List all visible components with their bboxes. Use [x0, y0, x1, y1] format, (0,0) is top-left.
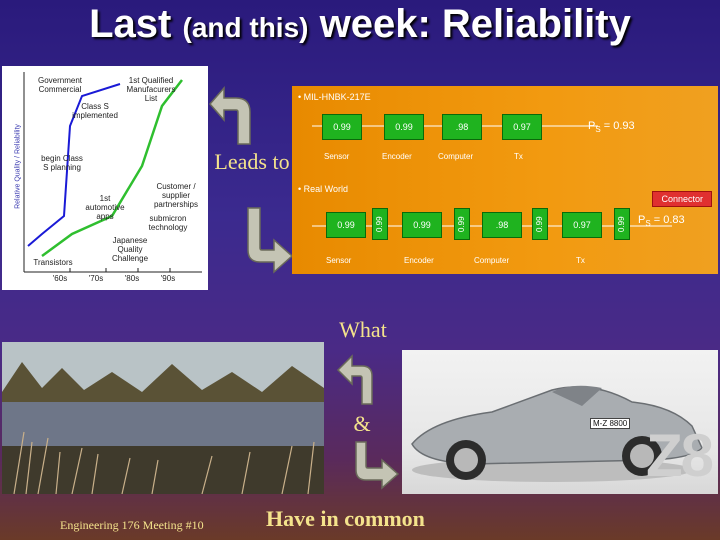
- chart-annotation-japanese: Japanese Quality Challenge: [111, 236, 149, 263]
- real-label-sensor: Sensor: [326, 256, 352, 265]
- chart-annotation-submicron: submicron technology: [148, 214, 188, 232]
- z8-badge: Z8: [645, 422, 714, 489]
- curved-arrow-down-right-icon: [355, 441, 400, 490]
- mil-label-sensor: Sensor: [324, 152, 350, 161]
- connector-block: 0.99: [614, 208, 630, 240]
- commercial-curve: [41, 79, 183, 258]
- chart-annotation-begin-class-s: begin Class S planning: [41, 154, 83, 172]
- mil-block-tx: 0.97: [502, 114, 542, 140]
- curved-arrow-right-icon: [247, 207, 294, 274]
- connector-block: 0.99: [532, 208, 548, 240]
- government-curve: [27, 83, 121, 247]
- curved-arrow-up-left-icon: [336, 354, 373, 405]
- slide-title: Last (and this) week: Reliability: [0, 2, 720, 47]
- mil-block-computer: .98: [442, 114, 482, 140]
- lake-scene: [2, 342, 324, 494]
- reliability-panel: • MIL-HNBK-217E 0.99 0.99 .98 0.97 PS = …: [292, 86, 718, 274]
- car-scene: [411, 385, 703, 482]
- lake-photo: [2, 342, 324, 494]
- curved-arrow-up-icon: [209, 86, 251, 145]
- real-block-sensor: 0.99: [326, 212, 366, 238]
- car-photo: M-Z 8800 Z8: [402, 350, 718, 494]
- real-label-tx: Tx: [576, 256, 585, 265]
- mil-block-encoder: 0.99: [384, 114, 424, 140]
- mil-label-encoder: Encoder: [382, 152, 412, 161]
- chart-annotation-auto: 1st automotive apps: [85, 194, 125, 221]
- connector-block: 0.99: [372, 208, 388, 240]
- chart-annotation-class-s: Class S implemented: [72, 102, 118, 120]
- chart-x-tick: '60s: [52, 274, 68, 283]
- title-week-reliability: week: Reliability: [319, 2, 631, 46]
- mil-heading: • MIL-HNBK-217E: [298, 92, 371, 102]
- real-label-encoder: Encoder: [404, 256, 434, 265]
- mil-block-sensor: 0.99: [322, 114, 362, 140]
- chart-annotation-gov: Government Commercial: [37, 76, 83, 94]
- chart-annotation-customer: Customer / supplier partnerships: [153, 182, 199, 209]
- have-in-common-label: Have in common: [266, 506, 425, 531]
- real-ps: PS = 0.83: [638, 214, 685, 229]
- real-block-tx: 0.97: [562, 212, 602, 238]
- connector-block: 0.99: [454, 208, 470, 240]
- mil-ps: PS = 0.93: [588, 120, 635, 135]
- leads-to-label: Leads to: [214, 149, 290, 174]
- real-label-computer: Computer: [474, 256, 510, 265]
- quality-chart: Relative Quality / Reliability Governmen…: [2, 66, 208, 290]
- what-label: What: [339, 317, 387, 342]
- title-and-this: (and this): [182, 12, 309, 43]
- chart-x-tick: '80s: [124, 274, 140, 283]
- real-heading: • Real World: [298, 184, 349, 194]
- chart-x-tick: '90s: [160, 274, 176, 283]
- mil-label-computer: Computer: [438, 152, 474, 161]
- footer-meeting: Engineering 176 Meeting #10: [60, 518, 204, 532]
- chart-y-label: Relative Quality / Reliability: [14, 124, 22, 209]
- mil-label-tx: Tx: [514, 152, 523, 161]
- connector-badge: Connector: [652, 191, 712, 207]
- chart-annotation-transistors: Transistors: [33, 258, 73, 267]
- real-block-encoder: 0.99: [402, 212, 442, 238]
- license-plate: M-Z 8800: [590, 418, 631, 429]
- chart-x-tick: '70s: [88, 274, 104, 283]
- chart-annotation-qml: 1st Qualified Manufacurers List: [126, 76, 176, 103]
- ampersand-label: &: [353, 411, 371, 436]
- quality-chart-svg: [23, 72, 202, 273]
- title-last: Last: [89, 2, 172, 46]
- real-block-computer: .98: [482, 212, 522, 238]
